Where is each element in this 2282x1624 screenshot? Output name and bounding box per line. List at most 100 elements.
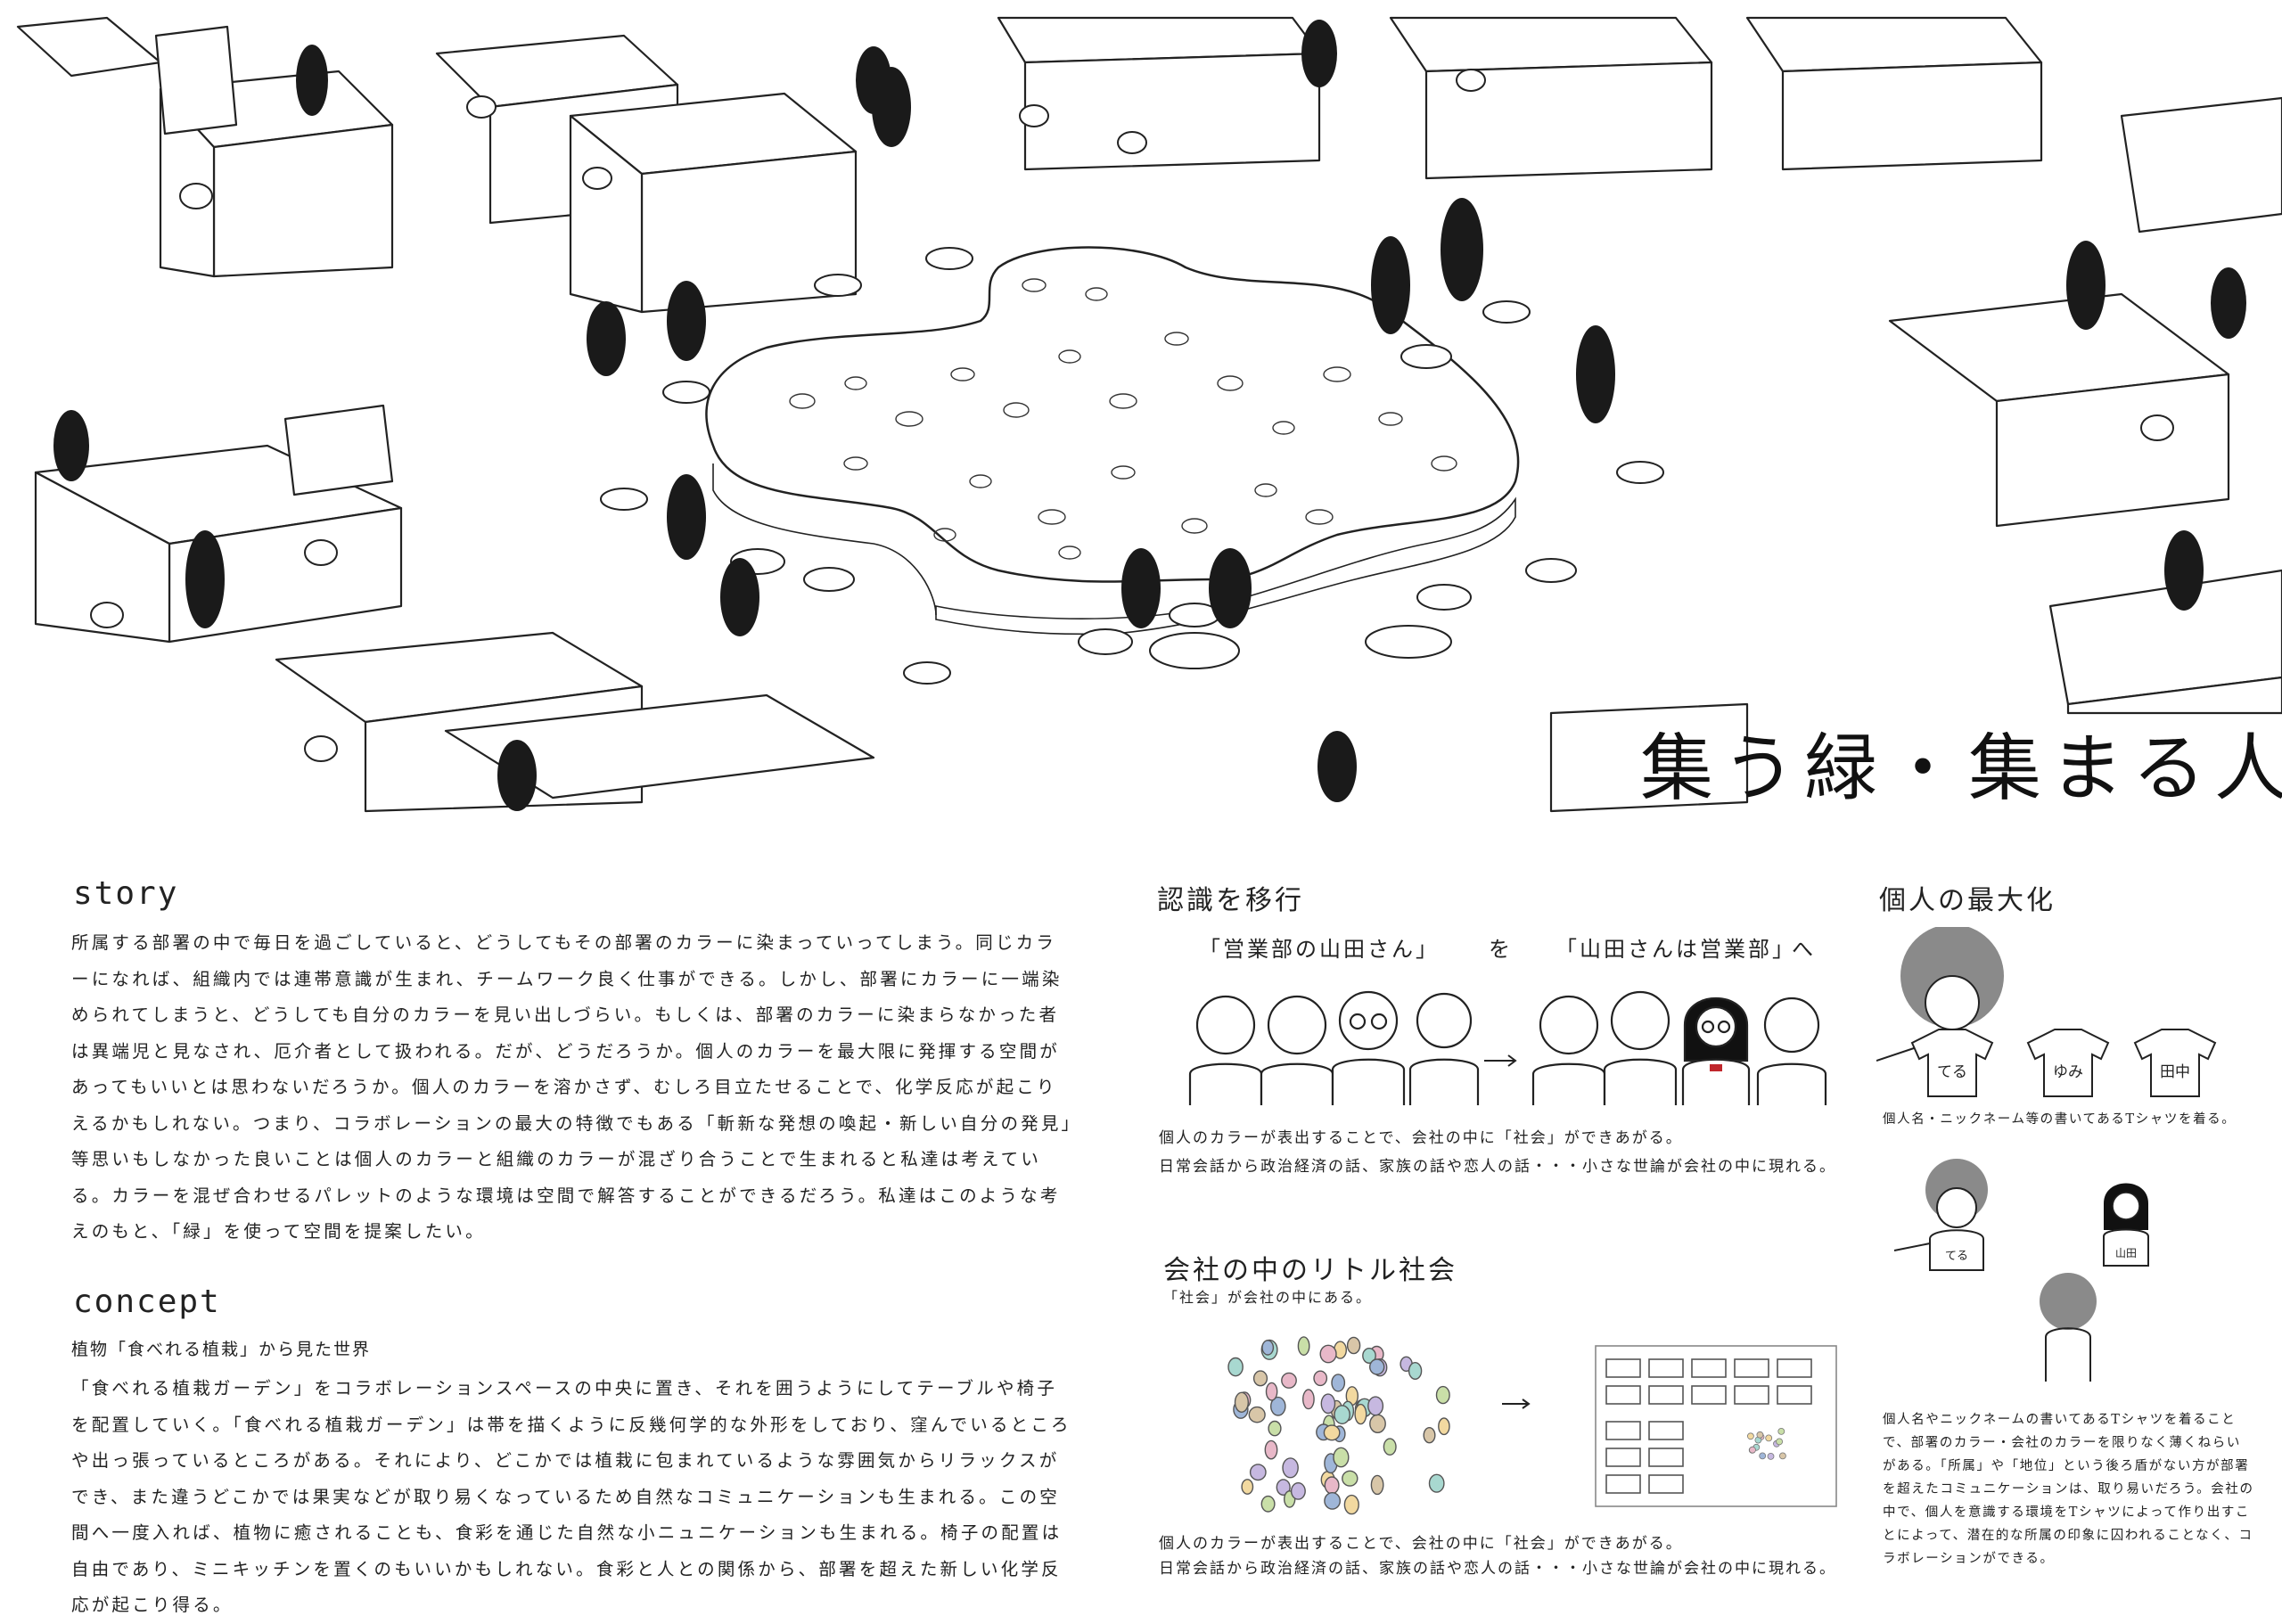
person-dot [1276, 1479, 1291, 1497]
person-dot [1369, 1414, 1386, 1434]
people-dots-small [1747, 1428, 1786, 1460]
maximize-caption: 個人名・ニックネーム等の書いてあるTシャツを着る。 [1883, 1112, 2237, 1127]
desk-cluster [16, 16, 858, 314]
person-dot [1323, 1424, 1341, 1441]
person-dot-small [1759, 1452, 1767, 1460]
maximize-text: 個人名やニックネームの書いてあるTシャツを着ることで、部署のカラー・会社のカラー… [1883, 1413, 2254, 1566]
concept-text: 「食べれる植栽ガーデン」をコラボレーションスペースの中央に置き、それを囲うように… [71, 1378, 1071, 1615]
office-desk-grid [1595, 1345, 1837, 1507]
story-heading: story [73, 875, 179, 912]
person-dot [1383, 1438, 1397, 1456]
person-dot [1423, 1426, 1436, 1444]
person-dot [1333, 1447, 1350, 1468]
desk-cluster [1745, 16, 2282, 715]
tshirt [2026, 1029, 2110, 1097]
person-dot [1343, 1494, 1359, 1515]
person-dot-small [1749, 1446, 1756, 1454]
quote-suffix: へ [1792, 937, 1816, 962]
little-society-subheading: 「社会」が会社の中にある。 [1163, 1289, 1373, 1306]
concept-heading: concept [73, 1284, 221, 1320]
recognition-heading: 認識を移行 [1157, 885, 1304, 916]
person-dot [1260, 1495, 1276, 1513]
person-figure [1408, 992, 1480, 1105]
little-society-caption-1: 個人のカラーが表出することで、会社の中に「社会」ができあがる。 [1159, 1535, 1683, 1553]
figure-label: 山田 [2115, 1247, 2137, 1259]
shirt-label: 田中 [2160, 1063, 2190, 1081]
person-dot [1319, 1344, 1337, 1364]
concept-subheading: 植物「食べれる植栽」から見た世界 [71, 1340, 372, 1359]
person-dot [1281, 1372, 1297, 1389]
quote-right: 「山田さんは営業部」 [1556, 937, 1796, 962]
tshirt-illustration: てる ゆみ 田中 [1876, 927, 2217, 1097]
quote-connector: を [1489, 937, 1513, 962]
recognition-caption-2: 日常会話から政治経済の話、家族の話や恋人の話・・・小さな世論が会社の中に現れる。 [1159, 1158, 1836, 1176]
person-dot [1302, 1389, 1315, 1410]
person-dot-small [1765, 1434, 1773, 1442]
recognition-caption-1: 個人のカラーが表出することで、会社の中に「社会」ができあがる。 [1159, 1129, 1683, 1147]
person-with-shirt [1876, 927, 2004, 1062]
tshirt [2133, 1029, 2217, 1097]
office-garden-sketch [16, 16, 2282, 813]
person-dot [1435, 1385, 1450, 1405]
person-figure [1331, 990, 1406, 1105]
person-figure [1188, 995, 1263, 1105]
person-teru: てる [1893, 1159, 1988, 1271]
person-figure [1260, 995, 1334, 1105]
people-with-names-illustration: てる 山田 [1893, 1159, 2149, 1382]
shirt-label: てる [1937, 1063, 1967, 1081]
person-dot [1334, 1405, 1350, 1425]
person-dot [1270, 1396, 1286, 1416]
person-dot [1241, 1479, 1254, 1495]
person-yamada: 山田 [2103, 1183, 2149, 1267]
person-dot [1428, 1473, 1445, 1493]
person-figure-highlight [1681, 997, 1751, 1105]
tshirt [1910, 1029, 1994, 1097]
figure-label: てる [1945, 1250, 1968, 1263]
desk-cluster [275, 631, 1749, 813]
person-dot [1342, 1470, 1359, 1487]
person-figure [1756, 997, 1827, 1105]
person-dot [1227, 1357, 1244, 1377]
person-dot [1346, 1336, 1361, 1355]
person-dot-small [1779, 1452, 1786, 1460]
person-dot [1408, 1362, 1423, 1381]
person-dot-small [1776, 1438, 1783, 1446]
person-dot [1370, 1474, 1384, 1496]
person-dot [1368, 1358, 1385, 1375]
person-dot [1331, 1374, 1346, 1392]
person-dot-small [1756, 1431, 1764, 1439]
maximize-heading: 個人の最大化 [1879, 885, 2056, 916]
person-figure [1603, 990, 1678, 1105]
person-back-view [2040, 1273, 2097, 1382]
person-dot [1362, 1348, 1376, 1365]
person-dot [1354, 1403, 1367, 1425]
people-dots [1227, 1336, 1450, 1515]
desk-cluster [997, 16, 1713, 180]
person-dot [1234, 1391, 1250, 1414]
person-dot [1438, 1417, 1450, 1436]
people-transition-illustration [1188, 990, 1827, 1105]
person-dot [1367, 1396, 1384, 1416]
little-society-heading: 会社の中のリトル社会 [1163, 1255, 1457, 1286]
person-dot [1264, 1439, 1278, 1460]
person-dot [1320, 1393, 1336, 1415]
person-dot [1282, 1457, 1299, 1479]
little-society-caption-2: 日常会話から政治経済の話、家族の話や恋人の話・・・小さな世論が会社の中に現れる。 [1159, 1560, 1836, 1578]
story-text: 所属する部署の中で毎日を過ごしていると、どうしてもその部署のカラーに染まっていっ… [71, 932, 1073, 1242]
person-dot [1313, 1370, 1328, 1387]
person-dot [1261, 1340, 1275, 1356]
quote-left: 「営業部の山田さん」 [1199, 937, 1440, 962]
person-dot-small [1777, 1428, 1785, 1435]
person-dot [1248, 1406, 1266, 1423]
person-dot [1297, 1336, 1310, 1357]
person-dot [1290, 1481, 1306, 1500]
person-dot-small [1767, 1452, 1775, 1460]
shirt-label: ゆみ [2053, 1063, 2083, 1081]
person-dot [1249, 1464, 1267, 1481]
person-dot-small [1747, 1432, 1754, 1440]
desk-cluster [34, 404, 403, 644]
person-dot [1265, 1382, 1278, 1401]
person-dot [1268, 1420, 1282, 1437]
society-dots-illustration [1227, 1336, 1837, 1515]
person-figure [1531, 995, 1606, 1105]
